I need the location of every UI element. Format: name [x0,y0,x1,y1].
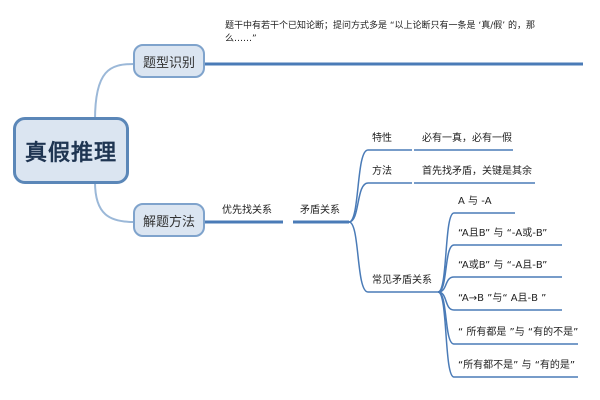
relation-6[interactable]: “所有都不是” 与 “有的是” [458,360,576,371]
note-line-1: 题干中有若干个已知论断；提问方式多是 “以上论断只有一条是 ‘真/假’ 的，那 [225,21,536,31]
branch-solving-method[interactable]: 解题方法 [133,203,205,237]
common-contradictions-label[interactable]: 常见矛盾关系 [372,275,432,286]
relation-2[interactable]: “A且B” 与 “-A或-B” [458,228,548,239]
branch-question-type-label: 题型识别 [142,55,195,71]
connector-common-rel2 [437,244,455,293]
connector-step2-feature [348,149,369,223]
relation-1[interactable]: A 与 -A [458,196,492,207]
relation-3[interactable]: “A或B” 与 “-A且-B” [458,260,548,271]
connector-common-rel6 [437,291,455,378]
connector-step2-common [348,221,369,293]
note-line-2: 么……” [225,34,257,44]
feature-label[interactable]: 特性 [372,133,392,144]
root-node[interactable]: 真假推理 [13,117,129,184]
root-label: 真假推理 [24,140,117,166]
connector-root-to-branch2 [94,181,135,223]
relation-5[interactable]: “ 所有都是 ”与 “有的不是” [458,327,579,338]
method-label[interactable]: 方法 [372,166,392,177]
connector-common-rel1 [437,212,455,293]
method-value[interactable]: 首先找矛盾，关键是其余 [422,166,532,177]
feature-value[interactable]: 必有一真，必有一假 [422,133,512,144]
branch-question-type-note: 题干中有若干个已知论断；提问方式多是 “以上论断只有一条是 ‘真/假’ 的，那 … [225,20,565,46]
step-contradiction[interactable]: 矛盾关系 [300,205,340,216]
branch-question-type[interactable]: 题型识别 [133,44,205,78]
branch-solving-method-label: 解题方法 [142,214,195,230]
connector-step2-method [348,182,369,223]
relation-4[interactable]: “A→B ”与“ A且-B ” [458,293,547,304]
connector-root-to-branch1 [94,63,135,121]
step-find-relation[interactable]: 优先找关系 [222,205,272,216]
